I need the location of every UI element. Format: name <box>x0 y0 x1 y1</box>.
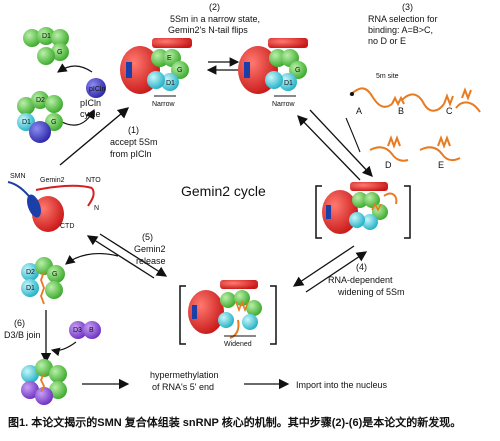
sm-site-marker <box>350 92 354 96</box>
step1-arrow <box>59 107 130 166</box>
step3-num: (3) <box>402 2 413 12</box>
n-label: N <box>94 205 99 212</box>
step1-line1: accept 5Sm <box>110 137 158 147</box>
hypermeth-line2: of RNA's 5' end <box>152 382 214 392</box>
widened-label: Widened <box>224 341 252 348</box>
svg-text:D3: D3 <box>73 327 82 334</box>
sm-ring-rna: D2 D1 G <box>21 257 65 305</box>
rna-feed-arrow <box>345 117 361 153</box>
narrow-label-left: Narrow <box>152 101 176 108</box>
hypermeth-line1: hypermethylation <box>150 370 219 380</box>
d3b-join-arrow <box>50 341 77 357</box>
svg-text:G: G <box>57 49 62 56</box>
picln-arrow-top <box>57 63 93 73</box>
narrow-label-right: Narrow <box>272 101 296 108</box>
import-label: Import into the nucleus <box>296 380 388 390</box>
svg-text:D1: D1 <box>42 33 51 40</box>
complex-narrow-right: G D1 <box>238 38 308 94</box>
rna-label-e: E <box>438 160 444 170</box>
step1-num: (1) <box>128 125 139 135</box>
svg-text:D1: D1 <box>284 80 293 87</box>
step4-line1: RNA-dependent <box>328 275 393 285</box>
step5-line1: Gemin2 <box>134 244 166 254</box>
step2-num: (2) <box>209 2 220 12</box>
svg-text:D1: D1 <box>166 80 175 87</box>
step5-line2: release <box>136 256 166 266</box>
step4-num: (4) <box>356 262 367 272</box>
rna-options <box>349 87 481 162</box>
sm-ring-picln-bound: D2 D1 G <box>17 91 63 143</box>
center-title: Gemin2 cycle <box>181 183 266 199</box>
rna-label-a: A <box>356 106 362 116</box>
sm-core-complete <box>21 359 67 405</box>
step2-line2: Gemin2's N-tail flips <box>168 25 248 35</box>
svg-text:pICln: pICln <box>89 86 105 93</box>
d3-b-pair: D3 B <box>69 321 101 339</box>
complex-narrow-left: E G D1 <box>120 38 192 94</box>
step6-num: (6) <box>14 318 25 328</box>
svg-text:D1: D1 <box>22 119 31 126</box>
step4-arrow-forward <box>292 245 355 287</box>
complex-widened <box>179 280 277 345</box>
gemin2-smn-structure <box>7 181 95 232</box>
rna-label-b: B <box>398 106 404 116</box>
nto-label: NTO <box>86 177 101 184</box>
picln-cycle-label-2: cycle <box>80 109 101 119</box>
sm-ring-free: D1 G <box>23 27 69 65</box>
svg-text:G: G <box>177 67 182 74</box>
ctd-label: CTD <box>60 223 74 230</box>
step5-arrow-forward <box>99 233 168 277</box>
svg-text:D1: D1 <box>26 285 35 292</box>
step3-line2: binding: A=B>C, <box>368 25 433 35</box>
complex-rna-bound <box>315 182 411 239</box>
step5-num: (5) <box>142 232 153 242</box>
step3-arrow-down <box>309 109 373 177</box>
svg-text:G: G <box>51 119 56 126</box>
rna-label-d: D <box>385 160 392 170</box>
picln-ball: pICln <box>86 78 106 98</box>
gemin2-label: Gemin2 <box>40 177 65 184</box>
rna-label-c: C <box>446 106 453 116</box>
step4-line2: widening of 5Sm <box>337 287 405 297</box>
step4-arrow-back <box>305 251 368 293</box>
svg-text:D2: D2 <box>26 269 35 276</box>
step2-line1: 5Sm in a narrow state, <box>170 14 260 24</box>
sm-site-label: 5m site <box>376 73 399 80</box>
svg-text:G: G <box>52 271 57 278</box>
step3-line3: no D or E <box>368 36 406 46</box>
step1-line2: from pICln <box>110 149 152 159</box>
svg-text:E: E <box>167 55 172 62</box>
step6-line1: D3/B join <box>4 330 41 340</box>
svg-text:B: B <box>89 327 94 334</box>
step3-arrow-up <box>297 115 361 181</box>
release-arrow <box>65 252 119 265</box>
step5-arrow-back <box>86 235 155 279</box>
step3-line1: RNA selection for <box>368 14 438 24</box>
smn-label: SMN <box>10 173 26 180</box>
svg-text:G: G <box>295 67 300 74</box>
picln-cycle-label-1: pICln <box>80 98 101 108</box>
svg-text:D2: D2 <box>36 97 45 104</box>
figure-caption: 图1. 本论文揭示的SMN 复合体组装 snRNP 核心的机制。其中步骤(2)-… <box>8 417 462 429</box>
